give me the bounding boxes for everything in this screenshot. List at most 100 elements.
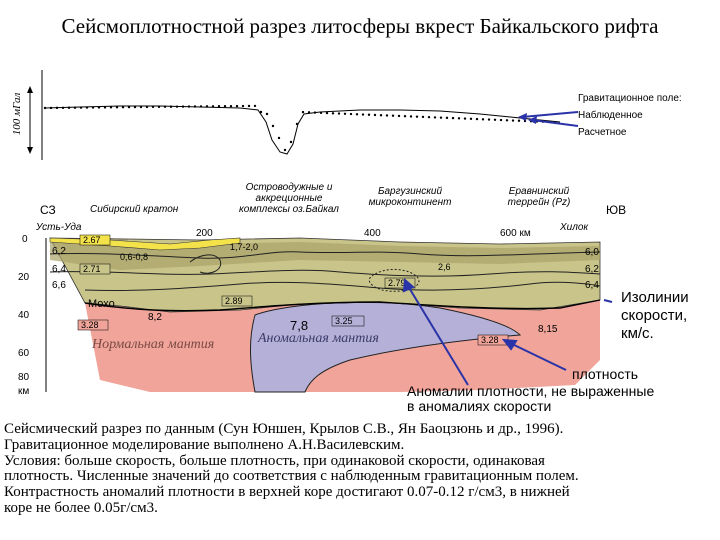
- gravity-point: [290, 141, 292, 143]
- density-note: плотность: [572, 366, 638, 382]
- gravity-point: [230, 105, 232, 107]
- caption-line: Гравитационное моделирование выполнено А…: [4, 438, 716, 454]
- depth-ticks: 0 20 40 60 80 км: [18, 234, 30, 397]
- gravity-point: [356, 113, 358, 115]
- gravity-point: [488, 118, 490, 120]
- gravity-point: [500, 119, 502, 121]
- gravity-point: [254, 105, 256, 107]
- island-arc-label: Островодужные и аккреционные комплексы о…: [234, 182, 344, 215]
- gravity-point: [464, 117, 466, 119]
- gravity-point: [506, 119, 508, 121]
- gravity-point: [434, 116, 436, 118]
- place-ust-uda: Усть-Уда: [35, 222, 82, 233]
- observed-gravity-points: [44, 105, 556, 152]
- direction-nw: СЗ: [40, 203, 56, 217]
- direction-se: ЮВ: [606, 203, 626, 217]
- calculated-arrow: [532, 120, 578, 126]
- svg-text:600 км: 600 км: [500, 228, 531, 239]
- gravity-point: [416, 115, 418, 117]
- gravity-point: [458, 117, 460, 119]
- svg-text:0: 0: [22, 234, 28, 245]
- gravity-point: [452, 117, 454, 119]
- caption-line: плотность. Численные значений до соответ…: [4, 469, 716, 485]
- eravna-label: Еравнинский террейн (Pz): [494, 186, 584, 208]
- gravity-point: [446, 117, 448, 119]
- gravity-point: [302, 111, 304, 113]
- gravity-point: [518, 120, 520, 122]
- velocity-small-1: 1,7-2,0: [230, 242, 258, 252]
- gravity-point: [512, 119, 514, 121]
- density-label-6: 2.79: [388, 278, 406, 288]
- page-title: Сейсмоплотностной разрез литосферы вкрес…: [0, 14, 720, 39]
- gravity-point: [338, 112, 340, 114]
- anomaly-note: Аномалии плотности, не выраженные в аном…: [407, 384, 654, 414]
- gravity-point: [476, 118, 478, 120]
- density-label-2: 2.71: [83, 264, 101, 274]
- gravity-point: [350, 113, 352, 115]
- velocity-left-low: 6,6: [52, 280, 66, 291]
- gravity-legend-observed: Наблюденное: [578, 107, 682, 124]
- velocity-right-top: 6,0: [585, 247, 599, 258]
- moho-label: Мохо: [88, 298, 115, 310]
- gravity-point: [398, 115, 400, 117]
- velocity-right-mid: 6,2: [585, 264, 599, 275]
- gravity-point: [404, 115, 406, 117]
- gravity-point: [392, 115, 394, 117]
- gravity-point: [428, 116, 430, 118]
- gravity-point: [344, 113, 346, 115]
- gravity-point: [470, 118, 472, 120]
- caption-line: Сейсмический разрез по данным (Сун Юншен…: [4, 422, 716, 438]
- gravity-point: [224, 105, 226, 107]
- gravity-legend-title: Гравитационное поле:: [578, 90, 682, 107]
- siberian-craton-label: Сибирский кратон: [90, 203, 179, 215]
- velocity-small-2: 0,6-0,8: [120, 252, 148, 262]
- gravity-point: [242, 105, 244, 107]
- caption-line: Контрастность аномалий плотности в верхн…: [4, 485, 716, 501]
- gravity-point: [272, 125, 274, 127]
- velocity-left-mid: 6,4: [52, 264, 66, 275]
- svg-text:20: 20: [18, 272, 30, 283]
- density-label-5: 3.25: [335, 316, 353, 326]
- velocity-right-low: 6,4: [585, 280, 599, 291]
- gravity-point: [482, 118, 484, 120]
- svg-text:40: 40: [18, 310, 30, 321]
- caption-line: Условия: больше скорость, больше плотнос…: [4, 454, 716, 470]
- gravity-point: [440, 116, 442, 118]
- gravity-point: [278, 137, 280, 139]
- gravity-point: [386, 114, 388, 116]
- gravity-point: [236, 105, 238, 107]
- gravity-point: [266, 113, 268, 115]
- normal-mantle-label: Нормальная мантия: [91, 337, 214, 352]
- svg-text:200: 200: [196, 228, 213, 239]
- density-label-3: 2.89: [225, 296, 243, 306]
- svg-text:80: 80: [18, 372, 30, 383]
- gravity-point: [494, 119, 496, 121]
- barguzin-label: Баргузинский микроконтинент: [360, 186, 460, 208]
- density-label-7: 3.28: [481, 335, 499, 345]
- gravity-point: [374, 114, 376, 116]
- anomalous-mantle-label: Аномальная мантия: [257, 331, 379, 346]
- velocity-small-3: 2,6: [438, 262, 451, 272]
- caption-text: Сейсмический разрез по данным (Сун Юншен…: [4, 422, 716, 517]
- gravity-legend: Гравитационное поле: Наблюденное Расчетн…: [578, 90, 682, 141]
- density-label-4: 3.28: [81, 320, 99, 330]
- velocity-mantle-left: 8,2: [148, 312, 162, 323]
- gravity-legend-calculated: Расчетное: [578, 124, 682, 141]
- gravity-point: [410, 115, 412, 117]
- caption-line: коре не более 0.05г/см3.: [4, 501, 716, 517]
- gravity-point: [368, 114, 370, 116]
- isolines-note: Изолинии скорости, км/с.: [621, 289, 689, 343]
- gravity-point: [284, 149, 286, 151]
- place-khilok: Хилок: [559, 222, 589, 233]
- gravity-point: [248, 105, 250, 107]
- svg-text:400: 400: [364, 228, 381, 239]
- observed-arrow: [522, 112, 578, 117]
- density-label-1: 2.67: [83, 235, 101, 245]
- velocity-left-top: 6,2: [52, 246, 66, 257]
- svg-text:60: 60: [18, 348, 30, 359]
- svg-text:км: км: [18, 386, 29, 397]
- gravity-point: [326, 112, 328, 114]
- gravity-point: [332, 112, 334, 114]
- gravity-point: [422, 116, 424, 118]
- gravity-point: [380, 114, 382, 116]
